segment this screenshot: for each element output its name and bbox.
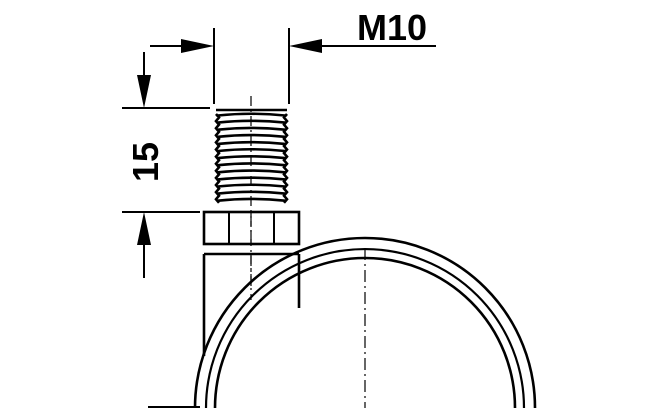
ring (148, 236, 537, 409)
thread-length-label: 15 (125, 142, 166, 182)
thread-size-label: M10 (357, 7, 427, 48)
ring-outer-arc (193, 236, 537, 409)
threaded-stud (214, 96, 289, 290)
diameter-dimension: M10 (150, 7, 436, 104)
length-dimension: 15 (122, 52, 210, 278)
thread-profile-edges (214, 113, 289, 204)
arrowhead-down-pointing (137, 75, 151, 108)
hex-nut (202, 210, 301, 246)
arrowhead-left-pointing (289, 39, 322, 53)
arrowhead-right-pointing (181, 39, 214, 53)
arrowhead-up-pointing (137, 212, 151, 245)
